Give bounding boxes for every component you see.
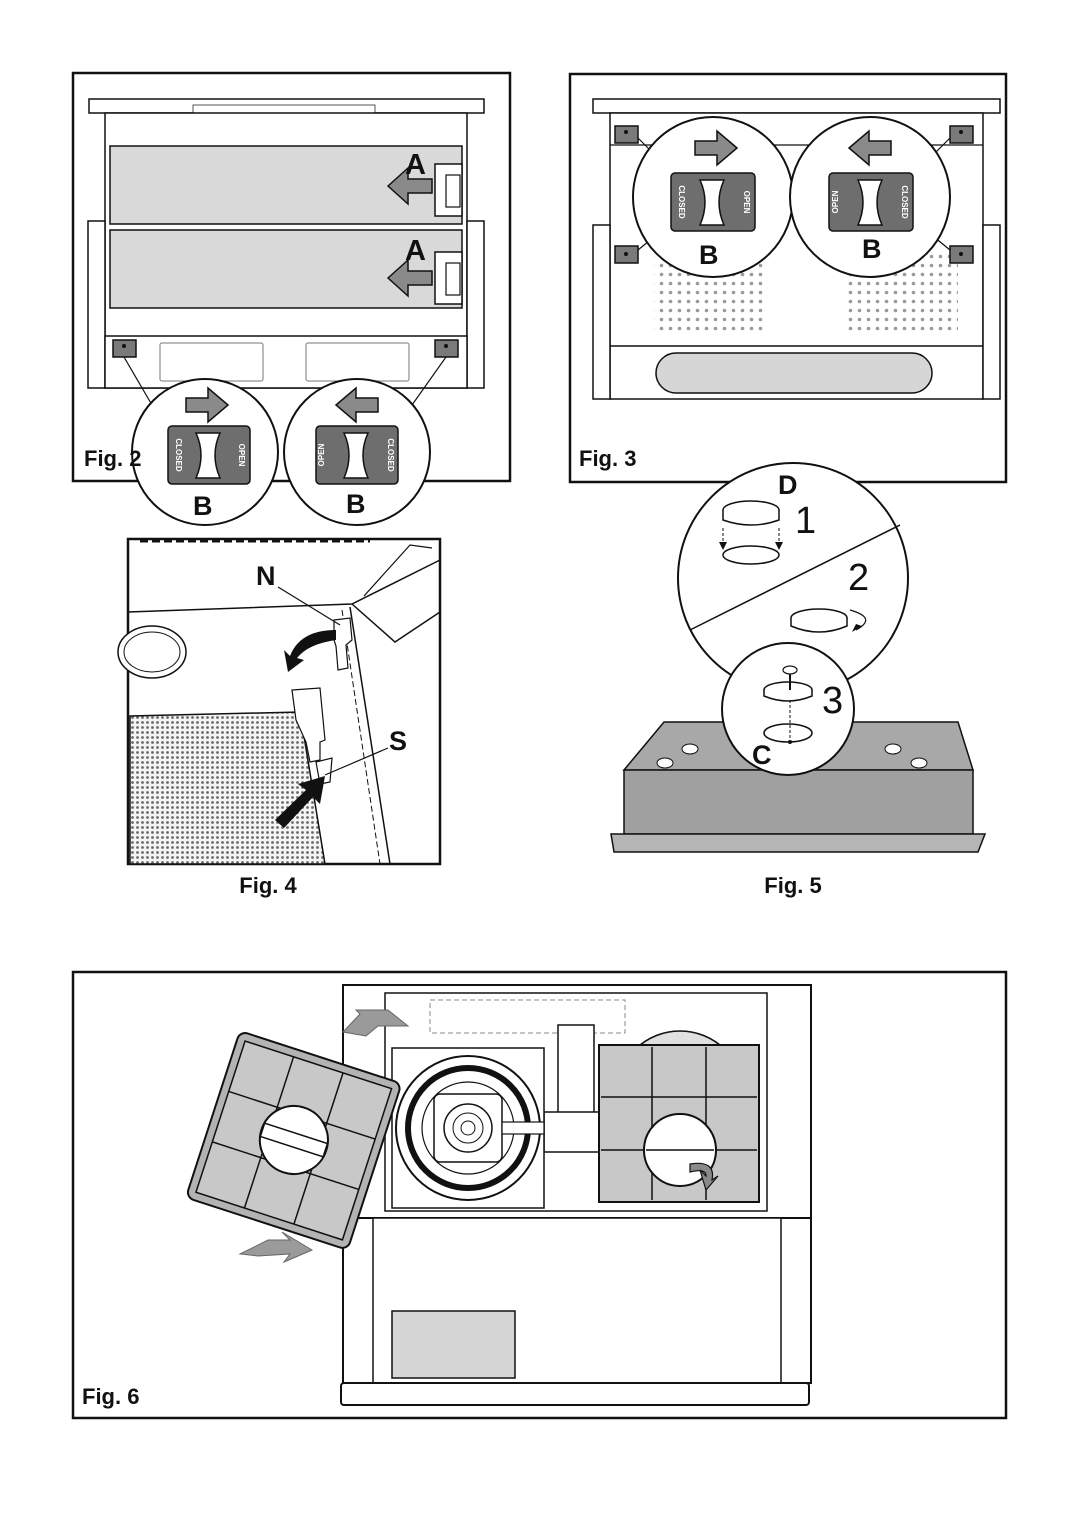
figure-4: N S Fig. 4 <box>117 537 442 898</box>
arrow-right-icon <box>185 386 230 424</box>
arrow-left-icon <box>386 166 433 206</box>
callout-d: D <box>778 470 798 500</box>
arrow-left-icon <box>334 386 379 424</box>
lock-switch-b <box>949 125 974 144</box>
callout-b: B <box>346 489 366 519</box>
callout-n: N <box>256 561 276 591</box>
figure-caption: Fig. 2 <box>84 446 141 471</box>
detail-magnifier <box>721 642 855 776</box>
rotate-arrow-icon <box>849 609 867 631</box>
switch-closed-label: CLOSED <box>677 185 686 219</box>
step-number: 1 <box>795 500 816 542</box>
screw-icon <box>782 665 798 675</box>
switch-open-label: OPEN <box>317 443 326 466</box>
figure-5: D C 1 2 3 Fig. 5 <box>610 462 987 898</box>
callout-a: A <box>405 235 426 267</box>
switch-closed-label: CLOSED <box>174 438 183 472</box>
switch-open-label: OPEN <box>831 190 840 213</box>
arrow-right-icon <box>694 129 739 167</box>
callout-s: S <box>389 726 407 756</box>
curved-arrow-icon <box>284 630 336 672</box>
arrow-left-icon <box>386 258 433 298</box>
switch-open-label: OPEN <box>237 444 246 467</box>
callout-a: A <box>405 149 426 181</box>
step-number: 2 <box>848 557 869 599</box>
lock-switch-b <box>614 125 639 144</box>
switch-closed-label: CLOSED <box>900 185 909 219</box>
arrow-left-icon <box>847 129 892 167</box>
rotate-arrow-icon <box>689 1162 719 1192</box>
figure-caption: Fig. 6 <box>82 1384 139 1409</box>
callout-b: B <box>193 491 213 521</box>
push-arrow-icon <box>275 776 325 828</box>
lock-switch-b <box>112 339 137 358</box>
callout-b: B <box>699 240 719 270</box>
push-arrow-icon <box>341 1009 410 1037</box>
callout-c: C <box>752 740 772 770</box>
figure-3: CLOSED OPEN OPEN CLOSED B B Fig. 3 <box>568 72 1008 484</box>
figure-2: CLOSED OPEN OPEN CLOSED A A B B Fig. 2 <box>71 71 512 526</box>
figure-caption: Fig. 4 <box>239 873 297 898</box>
push-arrow-icon <box>238 1231 314 1264</box>
callout-b: B <box>862 234 882 264</box>
figure-caption: Fig. 3 <box>579 446 636 471</box>
lock-switch-b <box>434 339 459 358</box>
step-number: 3 <box>822 680 843 722</box>
switch-closed-label: CLOSED <box>386 438 395 472</box>
switch-open-label: OPEN <box>742 191 751 214</box>
figure-6: Fig. 6 <box>71 970 1008 1420</box>
figure-caption: Fig. 5 <box>764 873 821 898</box>
